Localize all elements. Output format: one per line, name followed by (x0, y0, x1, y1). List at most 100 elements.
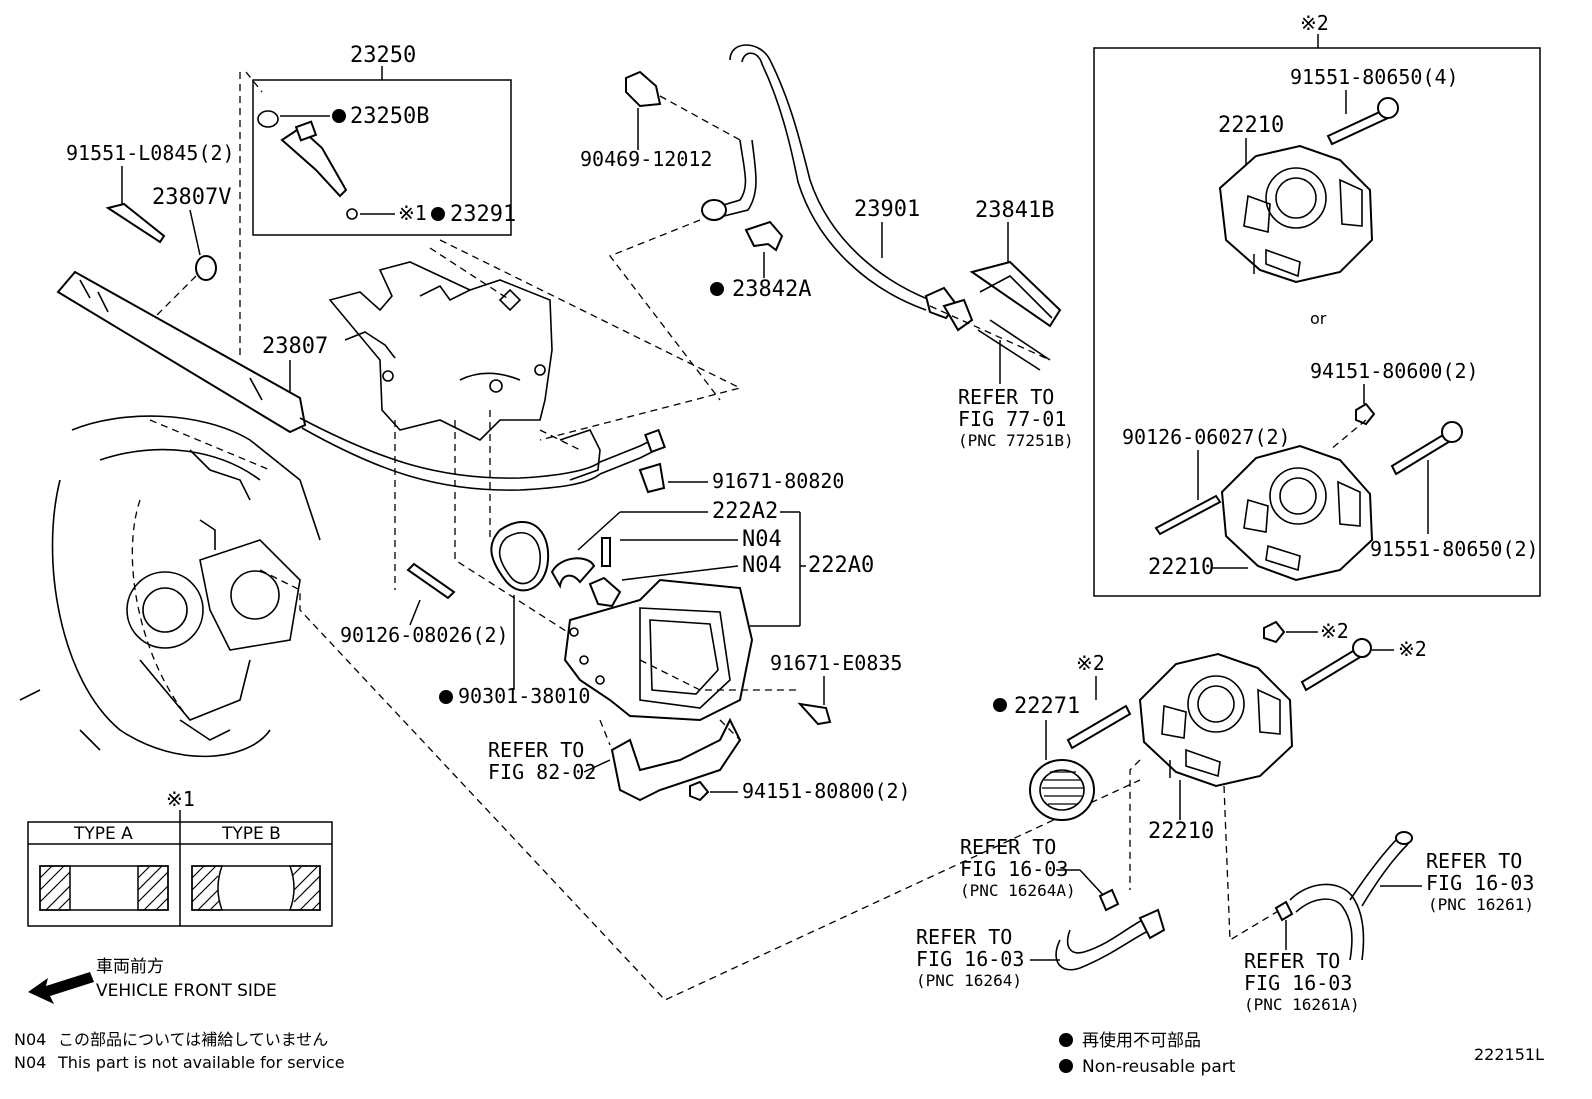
part-N04-label-a: N04 (742, 527, 782, 552)
actuator-icon (563, 578, 754, 722)
part-94151-80600-label: 94151-80600(2) (1310, 359, 1479, 383)
injector-icon (280, 126, 348, 198)
part-22210-bot-label: 22210 (1148, 819, 1214, 844)
part-91551-80650-2-label: 91551-80650(2) (1370, 537, 1539, 561)
mark-2-c: ※2 (1076, 651, 1105, 675)
injector-box (252, 79, 512, 236)
arrow-left-icon (28, 972, 94, 1004)
ref-16264-line3: (PNC 16264) (916, 971, 1022, 990)
cylinder-head-icon (328, 261, 553, 441)
note-nonreuse-jp: 再使用不可部品 (1082, 1030, 1201, 1051)
ref-16264-line2: FIG 16-03 (916, 947, 1024, 971)
injector-group: 23250 23250B ※1 23291 (252, 43, 516, 236)
refer-77-01-line3: (PNC 77251B) (958, 431, 1074, 450)
part-222A2-label: 222A2 (712, 499, 778, 524)
fuel-rail-icon (56, 270, 307, 434)
type-b-section (191, 865, 321, 911)
ref-16264A-line1: REFER TO (960, 835, 1056, 859)
gasket-90301-38010: 90301-38010 (439, 520, 590, 708)
note-n04-en: This part is not available for service (57, 1053, 345, 1072)
type-b-header: TYPE B (221, 824, 281, 844)
non-reusable-marker (1059, 1059, 1073, 1073)
part-222A0-label: 222A0 (808, 553, 874, 578)
gasket-22271: 22271 (993, 694, 1095, 821)
bracket-82-02: REFER TO FIG 82-02 (488, 717, 742, 802)
note-n04-code-jp: N04 (14, 1030, 46, 1049)
part-90126-08026-label: 90126-08026(2) (340, 623, 509, 647)
type-table: ※1 TYPE A TYPE B (27, 787, 333, 927)
non-reusable-marker (1059, 1033, 1073, 1047)
type-table-mark: ※1 (166, 787, 195, 811)
part-23250B-label: 23250B (350, 104, 429, 129)
part-90126-06027-label: 90126-06027(2) (1122, 425, 1291, 449)
ref-16261A-line2: FIG 16-03 (1244, 971, 1352, 995)
throttle-body-icon (1218, 144, 1374, 284)
mark-2-b: ※2 (1398, 637, 1427, 661)
bushing-icon (588, 576, 622, 608)
non-reusable-marker (710, 282, 724, 296)
bolt-icon (1326, 108, 1390, 146)
bolt-icon (1300, 646, 1364, 692)
part-90469-12012-label: 90469-12012 (580, 147, 712, 171)
collar-icon (195, 255, 217, 281)
ref-16264-line1: REFER TO (916, 925, 1012, 949)
part-23842A-label: 23842A (732, 277, 811, 302)
part-91551-L0845-label: 91551-L0845(2) (66, 141, 235, 165)
refer-82-02-line1: REFER TO (488, 738, 584, 762)
part-91671-80820-label: 91671-80820 (712, 469, 844, 493)
or-text: or (1310, 309, 1327, 328)
part-23250-label: 23250 (350, 43, 416, 68)
stud-icon (1154, 494, 1222, 536)
part-22210-mid-label: 22210 (1148, 555, 1214, 580)
refer-77-01-line1: REFER TO (958, 385, 1054, 409)
clamp-icon (1274, 900, 1294, 922)
bolt-icon (638, 462, 666, 494)
refer-82-02-line2: FIG 82-02 (488, 760, 596, 784)
figure-id: 222151L (1474, 1045, 1544, 1064)
throttle-body-icon (1220, 444, 1374, 582)
non-reusable-marker (439, 690, 453, 704)
non-reusable-marker (332, 109, 346, 123)
part-90301-38010-label: 90301-38010 (458, 684, 590, 708)
nut-icon (1355, 402, 1376, 426)
part-91671-E0835-label: 91671-E0835 (770, 651, 902, 675)
throttle-box (1093, 47, 1541, 597)
stud-icon (1066, 704, 1132, 750)
bolt-91671-80820: 91671-80820 (638, 462, 844, 494)
ref-16264A-line3: (PNC 16264A) (960, 881, 1076, 900)
clip-icon (550, 557, 596, 589)
clamp-icon (1098, 888, 1120, 912)
hose-group: 90469-12012 23842A 23901 23841B REFER TO… (580, 44, 1074, 450)
part-23807V-label: 23807V (152, 185, 231, 210)
part-23807-label: 23807 (262, 334, 328, 359)
gasket-ring-icon (1029, 759, 1095, 821)
fuel-rail-group: 91551-L0845(2) 23807V 23807 (56, 141, 601, 491)
type-a-header: TYPE A (73, 824, 133, 844)
nut-icon (1263, 620, 1286, 644)
throttle-body-options-box: ※2 91551-80650(4) 22210 or 94151-80600(2… (1093, 11, 1541, 597)
hose-end-icon (701, 199, 727, 221)
pin-icon (601, 537, 611, 567)
part-N04-label-b: N04 (742, 553, 782, 578)
actuator-222A0: 222A2 N04 N04 222A0 (550, 499, 874, 722)
nut-icon (689, 780, 710, 802)
bolt-91671-E0835: 91671-E0835 (639, 651, 902, 726)
clamp-icon (744, 220, 784, 252)
type-mark-1: ※1 (398, 201, 427, 225)
throttle-body-lower: ※2 ※2 ※2 22210 (1066, 619, 1427, 942)
vehicle-front-indicator: 車両前方 VEHICLE FRONT SIDE (28, 957, 277, 1004)
ref-16261-line3: (PNC 16261) (1428, 895, 1534, 914)
stud-90126-08026: 90126-08026(2) (340, 562, 509, 647)
bolt-icon (797, 702, 832, 726)
nut-94151-80800: 94151-80800(2) (689, 779, 911, 803)
note-n04-jp: この部品については補給していません (58, 1030, 328, 1049)
clip-icon (625, 70, 662, 108)
connector-icon (969, 260, 1062, 328)
ref-16261A-line3: (PNC 16261A) (1244, 995, 1360, 1014)
mark-2-a: ※2 (1320, 619, 1349, 643)
part-22210-top-label: 22210 (1218, 113, 1284, 138)
water-hoses: REFER TO FIG 16-03 (PNC 16264A) REFER TO… (916, 831, 1534, 1014)
throttle-body-icon (1138, 652, 1294, 788)
stud-icon (406, 562, 456, 600)
